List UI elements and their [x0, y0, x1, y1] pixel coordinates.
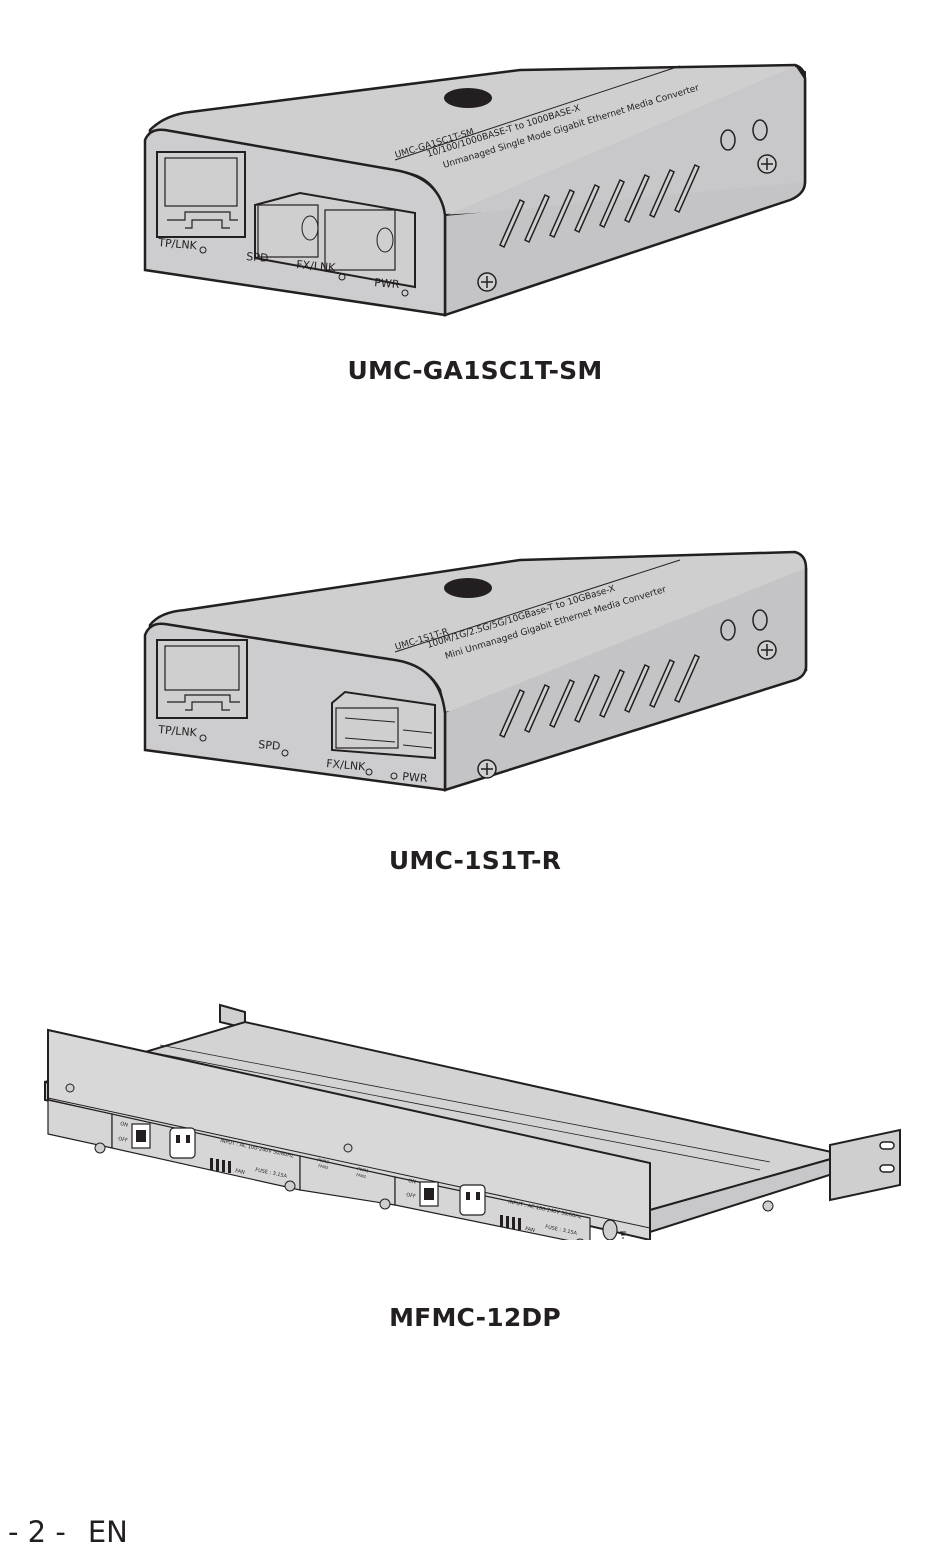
led-indicator-icon	[365, 768, 373, 776]
sc-fiber-port-icon	[254, 191, 416, 289]
vent-slots	[499, 653, 700, 739]
device-figure-3: ON OFF INPUT : AC 100-240V 50/60Hz FAN F…	[0, 1000, 950, 1240]
led-indicator-icon	[199, 246, 207, 254]
on-label: ON	[120, 1121, 129, 1129]
fx-lnk-label: FX/LNK	[326, 757, 367, 773]
ground-terminal-icon	[602, 1219, 626, 1240]
fan-label: FAN	[235, 1168, 246, 1176]
media-converter-illustration: UMC-1S1T-R 100M/1G/2.5G/5G/10GBase-T to …	[143, 550, 808, 792]
device-figure-2: UMC-1S1T-R 100M/1G/2.5G/5G/10GBase-T to …	[0, 540, 950, 800]
screw-icon	[757, 640, 777, 660]
vent-slots	[499, 163, 700, 249]
language-label: EN	[87, 1515, 128, 1549]
fx-lnk-label: FX/LNK	[296, 258, 337, 274]
model-caption-2: UMC-1S1T-R	[388, 846, 562, 875]
pwr-label: PWR	[402, 770, 429, 785]
screw-icon	[65, 1083, 774, 1240]
power-switch-icon	[419, 1181, 439, 1207]
fan2-label: FAN2	[318, 1163, 329, 1170]
screw-icon	[757, 154, 777, 174]
sfp-port-icon	[331, 690, 436, 760]
pwr2-label: PWR2	[317, 1157, 330, 1164]
led-indicator-icon	[199, 734, 207, 742]
fan1-label: FAN1	[356, 1172, 367, 1179]
page-number: - 2 -	[8, 1515, 66, 1549]
on-label-2: ON	[408, 1178, 417, 1186]
spd-label: SPD	[246, 250, 269, 265]
brand-logo-icon	[444, 578, 492, 598]
pwr1-label: PWR1	[357, 1166, 370, 1173]
media-converter-illustration: UMC-GA1SC1T-SM 10/100/1000BASE-T to 1000…	[143, 63, 807, 317]
rack-chassis-illustration: ON OFF INPUT : AC 100-240V 50/60Hz FAN F…	[44, 1003, 901, 1240]
rj45-port-icon	[156, 151, 246, 238]
fan-label-2: FAN	[525, 1226, 536, 1234]
power-socket-icon	[459, 1184, 486, 1216]
spd-label: SPD	[258, 738, 281, 753]
power-switch-icon	[131, 1123, 151, 1149]
screw-icon	[477, 272, 497, 292]
led-indicator-icon	[338, 273, 346, 281]
pwr-label: PWR	[374, 276, 401, 291]
led-indicator-icon	[401, 289, 409, 297]
led-indicator-icon	[390, 772, 398, 780]
led-indicator-icon	[281, 749, 289, 757]
off-label-2: OFF	[406, 1192, 417, 1200]
tp-lnk-label: TP/LNK	[157, 723, 198, 739]
tp-lnk-label: TP/LNK	[157, 236, 198, 252]
off-label: OFF	[118, 1136, 129, 1144]
model-caption-3: MFMC-12DP	[389, 1303, 561, 1332]
screw-icon	[477, 759, 497, 779]
power-socket-icon	[169, 1127, 196, 1159]
brand-logo-icon	[444, 88, 492, 108]
device-figure-1: UMC-GA1SC1T-SM 10/100/1000BASE-T to 1000…	[0, 0, 950, 330]
model-caption-1: UMC-GA1SC1T-SM	[347, 356, 603, 385]
rj45-port-icon	[156, 639, 248, 719]
page-footer: - 2 - EN	[8, 1515, 128, 1549]
fan-vent-icon	[210, 1158, 521, 1230]
